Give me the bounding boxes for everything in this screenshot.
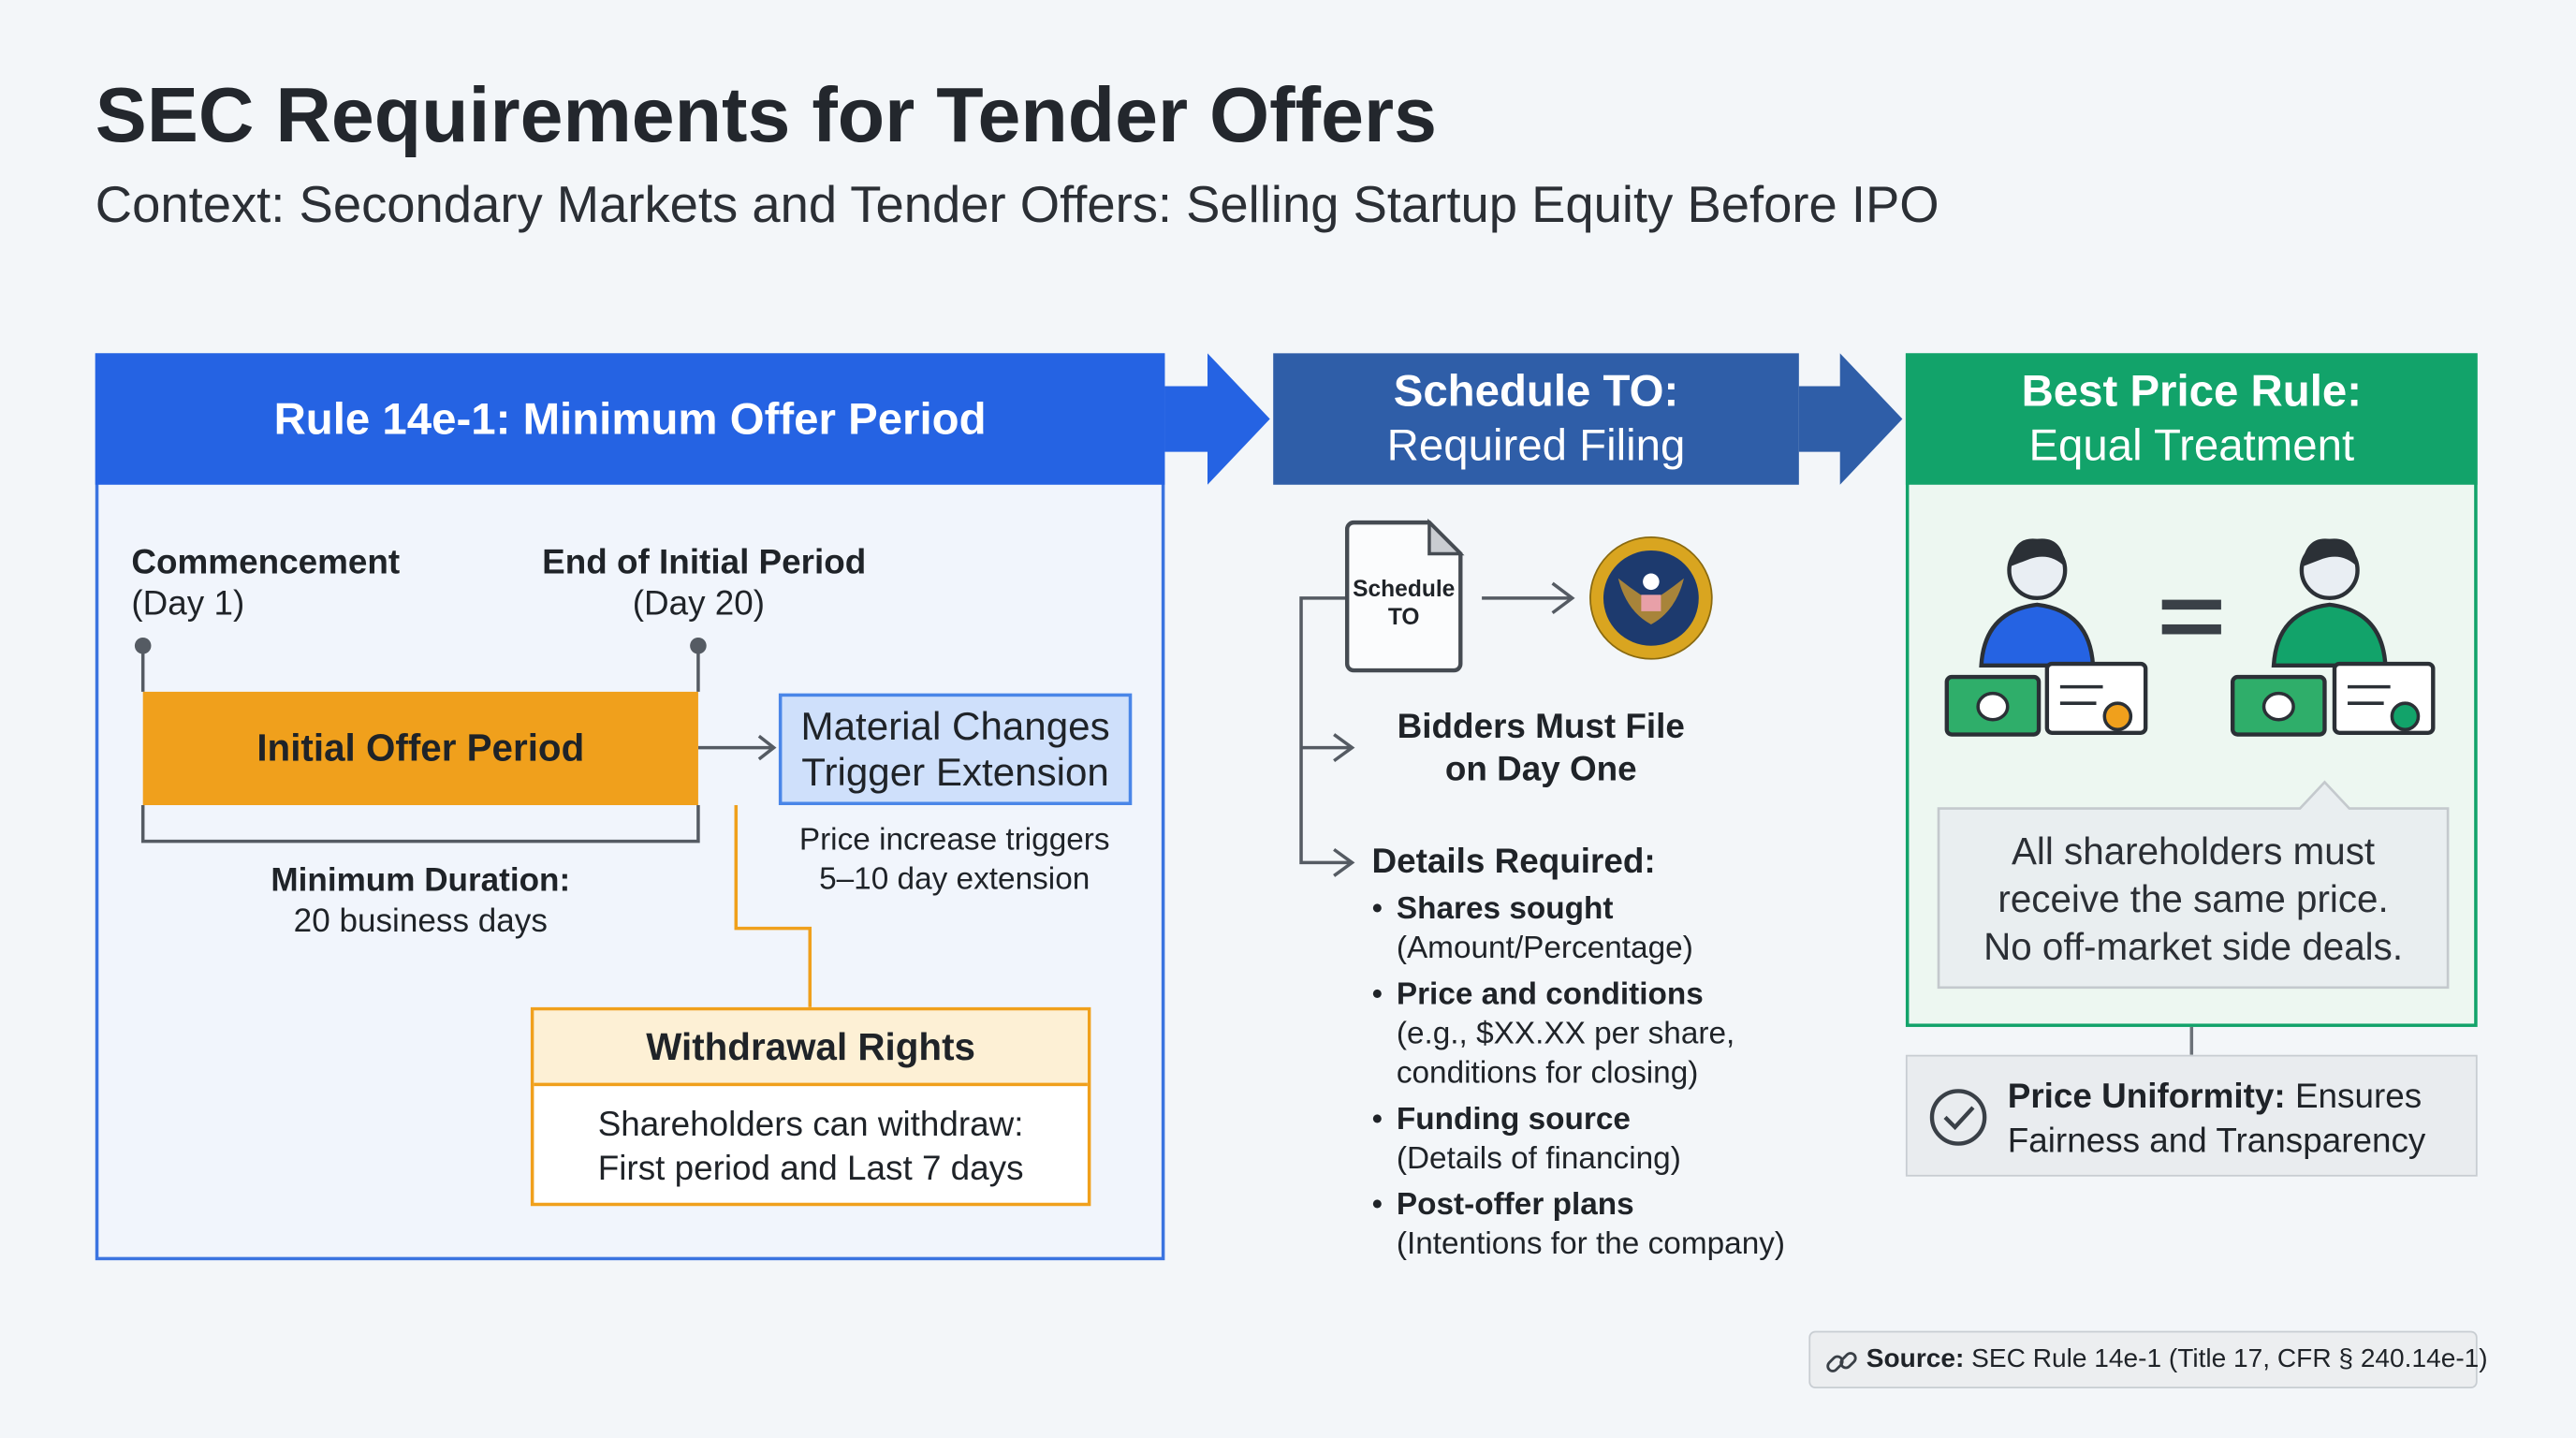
end-initial-label: End of Initial Period: [542, 543, 867, 582]
detail-line: (e.g., $XX.XX per share,: [1396, 1017, 1735, 1052]
detail-title: Shares sought: [1396, 892, 1614, 927]
commencement-label: Commencement: [131, 543, 401, 582]
detail-item: • Post-offer plans (Intentions for the com…: [1372, 1186, 1786, 1265]
source-text: SEC Rule 14e-1 (Title 17, CFR § 240.14e-…: [1964, 1345, 2488, 1374]
withdrawal-line1: Shareholders can withdraw:: [597, 1106, 1024, 1144]
schedule-to-doc-label: Schedule TO: [1347, 575, 1460, 631]
document-icon: [1344, 518, 1465, 673]
uniformity-bold: Price Uniformity:: [2007, 1078, 2286, 1116]
page-title: SEC Requirements for Tender Offers: [95, 70, 1437, 158]
price-increase-note: Price increase triggers 5–10 day extensi…: [757, 822, 1151, 901]
price-uniformity-box: Price Uniformity: Ensures Fairness and T…: [1905, 1054, 2478, 1177]
material-changes-line1: Material Changes: [800, 704, 1110, 750]
statement-bubble: [1937, 780, 2450, 990]
material-changes-line2: Trigger Extension: [801, 751, 1109, 796]
detail-line: (Details of financing): [1396, 1141, 1681, 1177]
price-increase-line1: Price increase triggers: [798, 823, 1110, 858]
equals-icon: [2161, 599, 2221, 635]
sec-seal-icon: [1589, 536, 1713, 660]
withdrawal-rights-box: Withdrawal Rights Shareholders can withd…: [530, 1006, 1091, 1207]
bullet: •: [1371, 892, 1383, 927]
flow-arrow-2: [1798, 353, 1903, 485]
bidders-must-file: Bidders Must File on Day One: [1360, 707, 1721, 792]
doc-label-line1: Schedule: [1353, 575, 1456, 602]
statement-line3: No off-market side deals.: [1983, 925, 2404, 968]
withdrawal-rights-title: Withdrawal Rights: [534, 1010, 1088, 1087]
withdrawal-line2: First period and Last 7 days: [597, 1150, 1024, 1188]
rule-14e1-header-text: Rule 14e-1: Minimum Offer Period: [273, 393, 987, 443]
material-changes-box: Material Changes Trigger Extension: [778, 693, 1133, 805]
detail-title: Funding source: [1396, 1102, 1631, 1137]
detail-line: (Intentions for the company): [1396, 1227, 1786, 1262]
end-initial-day: (Day 20): [632, 584, 766, 624]
price-increase-line2: 5–10 day extension: [819, 862, 1090, 898]
min-duration-label: Minimum Duration:: [271, 862, 571, 900]
uniformity-line2: Fairness and Transparency: [2007, 1122, 2426, 1161]
detail-item: • Shares sought (Amount/Percentage): [1372, 890, 1786, 969]
detail-item: • Funding source (Details of financing): [1372, 1101, 1786, 1180]
detail-title: Post-offer plans: [1396, 1187, 1634, 1223]
flow-arrow-1: [1164, 353, 1270, 485]
doc-label-line2: TO: [1387, 603, 1420, 630]
equal-treatment-statement: All shareholders must receive the same p…: [1939, 829, 2448, 972]
best-price-header-title: Best Price Rule:: [2021, 366, 2363, 417]
schedule-to-header-subtitle: Required Filing: [1386, 420, 1686, 470]
source-label: Source:: [1866, 1345, 1965, 1374]
bullet: •: [1371, 1187, 1383, 1223]
bidders-line1: Bidders Must File: [1397, 708, 1685, 746]
check-circle-icon: [1929, 1089, 1987, 1146]
detail-line: (Amount/Percentage): [1396, 932, 1693, 966]
uniformity-rest: Ensures: [2285, 1078, 2422, 1116]
page-subtitle: Context: Secondary Markets and Tender Of…: [95, 175, 1939, 234]
min-duration-value: 20 business days: [293, 903, 548, 940]
schedule-to-header-title: Schedule TO:: [1393, 366, 1679, 417]
detail-title: Price and conditions: [1396, 977, 1704, 1013]
bullet: •: [1371, 977, 1383, 1013]
best-price-header-subtitle: Equal Treatment: [2028, 420, 2355, 470]
bidders-line2: on Day One: [1444, 751, 1637, 789]
statement-line2: receive the same price.: [1998, 877, 2389, 920]
bullet: •: [1371, 1102, 1383, 1137]
rule-14e1-header: Rule 14e-1: Minimum Offer Period: [95, 353, 1165, 485]
link-icon: [1826, 1352, 1857, 1372]
schedule-to-header: Schedule TO: Required Filing: [1273, 353, 1799, 485]
best-price-header: Best Price Rule: Equal Treatment: [1905, 353, 2478, 485]
detail-item: • Price and conditions (e.g., $XX.XX per s…: [1372, 976, 1786, 1094]
shareholder-left-icon: [1944, 538, 2148, 737]
detail-line: conditions for closing): [1396, 1056, 1699, 1092]
details-list: • Shares sought (Amount/Percentage) • Price …: [1372, 890, 1786, 1271]
commencement-day: (Day 1): [131, 584, 245, 624]
initial-offer-period-bar: Initial Offer Period: [142, 691, 698, 805]
shareholder-right-icon: [2230, 538, 2436, 737]
source-citation: Source: SEC Rule 14e-1 (Title 17, CFR § …: [1808, 1330, 2488, 1389]
statement-line1: All shareholders must: [2011, 829, 2376, 873]
details-required-title: Details Required:: [1371, 843, 1656, 881]
